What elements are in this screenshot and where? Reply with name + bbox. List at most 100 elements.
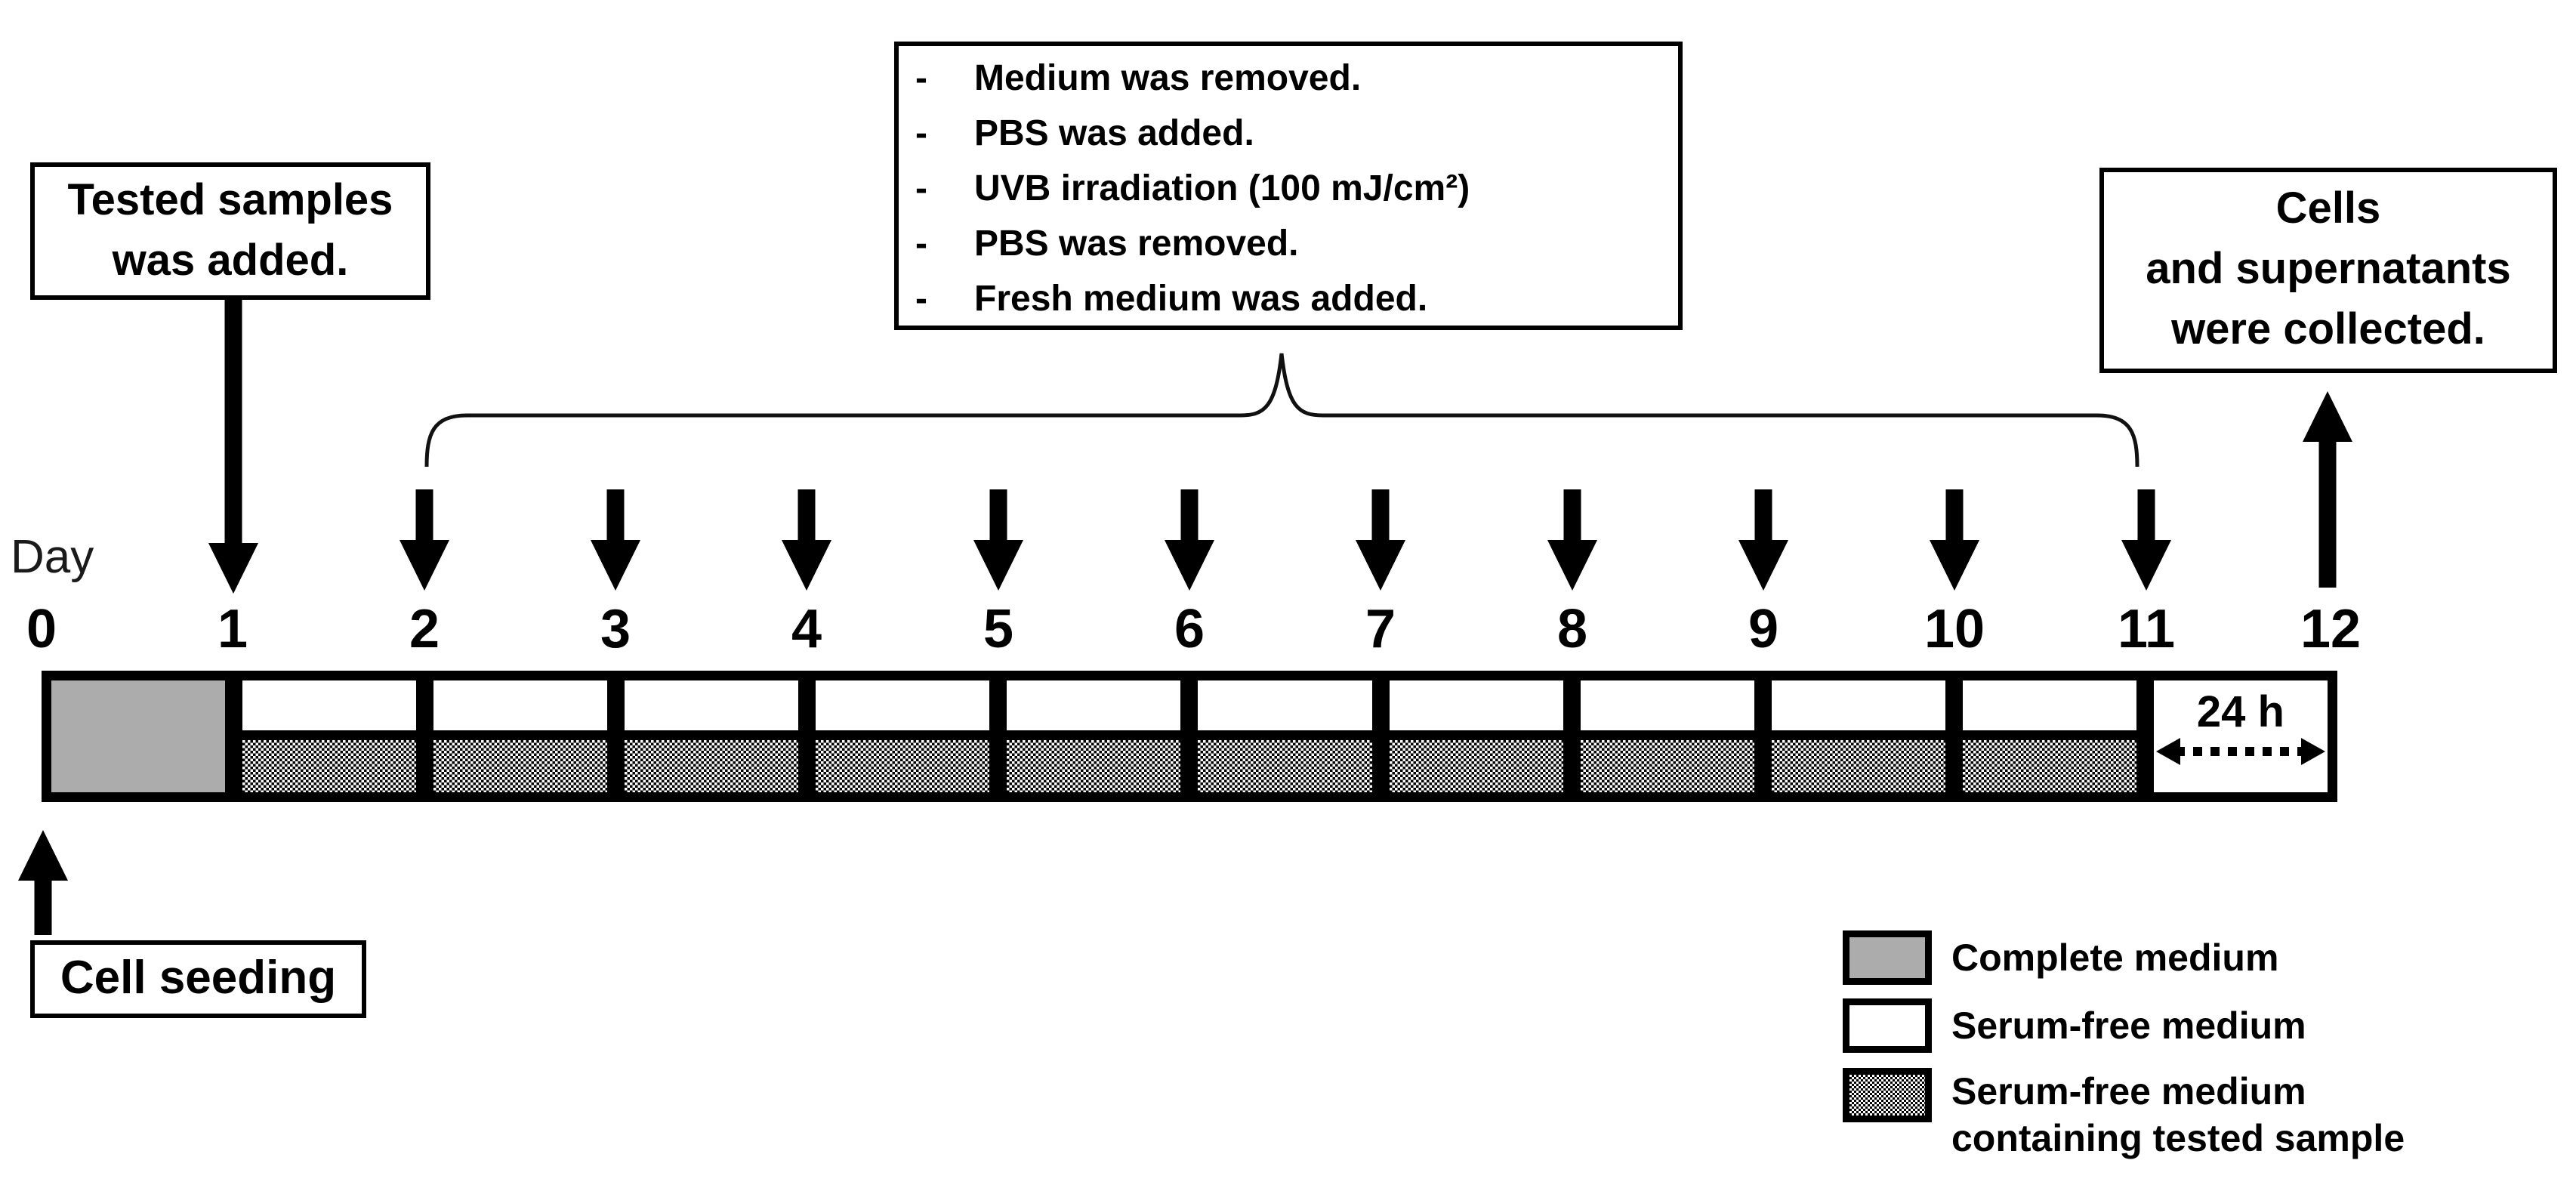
timeline-segment-day-11-final: 24 h bbox=[2153, 680, 2328, 792]
timeline-segment-day-0-complete-medium bbox=[51, 680, 226, 792]
tested-sample-hatch bbox=[816, 730, 990, 792]
arrow-shaft bbox=[989, 489, 1007, 541]
arrow-head bbox=[1165, 540, 1214, 591]
collection-box: Cells and supernatants were collected. bbox=[2099, 168, 2557, 373]
treatment-arrow-day-6-icon bbox=[1165, 489, 1214, 591]
day-tick-4: 4 bbox=[791, 599, 822, 659]
legend-item-serum-free-medium: Serum-free medium bbox=[1843, 998, 2306, 1053]
treatment-arrow-day-5-icon bbox=[973, 489, 1023, 591]
legend-label: Serum-free medium bbox=[1951, 1004, 2306, 1047]
uvb-protocol-box: - Medium was removed. - PBS was added. -… bbox=[894, 42, 1683, 330]
legend-label: Serum-free medium containing tested samp… bbox=[1951, 1068, 2405, 1162]
collection-line1: Cells bbox=[2275, 184, 2381, 233]
arrow-shaft bbox=[1563, 489, 1581, 541]
day-tick-2: 2 bbox=[409, 599, 440, 659]
timeline-segment-day-2 bbox=[433, 680, 608, 792]
timeline-segment-day-1 bbox=[242, 680, 417, 792]
tested-sample-hatch bbox=[1389, 730, 1563, 792]
protocol-step: - Medium was removed. bbox=[899, 51, 1671, 106]
day-axis-label: Day bbox=[11, 531, 94, 583]
bullet-dash: - bbox=[915, 168, 927, 208]
timeline-segment-day-8 bbox=[1580, 680, 1754, 792]
arrow-head-right bbox=[2300, 738, 2325, 765]
arrow-shaft bbox=[34, 880, 52, 935]
arrow-shaft bbox=[1371, 489, 1390, 541]
protocol-step: - PBS was added. bbox=[899, 106, 1671, 161]
timeline-segment-day-7 bbox=[1389, 680, 1563, 792]
duration-double-arrow-icon bbox=[2155, 738, 2325, 765]
day-tick-10: 10 bbox=[1924, 599, 1985, 659]
arrow-head bbox=[2121, 540, 2171, 591]
protocol-step-text: Fresh medium was added. bbox=[974, 279, 1428, 319]
treatment-arrow-day-10-icon bbox=[1930, 489, 1979, 591]
legend-item-serum-free-medium-with-sample: Serum-free medium containing tested samp… bbox=[1843, 1068, 2405, 1162]
bullet-dash: - bbox=[915, 58, 927, 98]
cell-seeding-arrow-icon bbox=[18, 830, 68, 935]
arrow-shaft bbox=[1754, 489, 1772, 541]
day-tick-6: 6 bbox=[1174, 599, 1205, 659]
treatment-arrow-day-11-icon bbox=[2121, 489, 2171, 591]
tested-samples-box: Tested samples was added. bbox=[30, 162, 430, 300]
arrow-head bbox=[1738, 540, 1788, 591]
timeline-segment-day-4 bbox=[816, 680, 990, 792]
cell-seeding-label: Cell seeding bbox=[60, 952, 337, 1004]
collection-arrow-icon bbox=[2303, 391, 2352, 588]
arrow-head bbox=[208, 543, 258, 594]
day-tick-7: 7 bbox=[1365, 599, 1396, 659]
arrow-shaft bbox=[606, 489, 625, 541]
arrow-shaft bbox=[2318, 441, 2337, 588]
bullet-dash: - bbox=[915, 113, 927, 153]
legend-label: Complete medium bbox=[1951, 937, 2279, 979]
arrow-head bbox=[1547, 540, 1597, 591]
timeline-segment-day-3 bbox=[625, 680, 799, 792]
day-tick-5: 5 bbox=[983, 599, 1014, 659]
arrow-head bbox=[1356, 540, 1405, 591]
bullet-dash: - bbox=[915, 224, 927, 264]
protocol-step: - PBS was removed. bbox=[899, 216, 1671, 271]
protocol-step: - Fresh medium was added. bbox=[899, 271, 1671, 326]
day-tick-12: 12 bbox=[2300, 599, 2362, 659]
tested-sample-hatch bbox=[1007, 730, 1181, 792]
legend-label-line2: containing tested sample bbox=[1951, 1117, 2405, 1159]
protocol-step: - UVB irradiation (100 mJ/cm²) bbox=[899, 161, 1671, 216]
complete-medium-swatch-icon bbox=[1843, 930, 1932, 985]
cell-seeding-box: Cell seeding bbox=[30, 940, 366, 1018]
arrow-head bbox=[1930, 540, 1979, 591]
tested-samples-line2: was added. bbox=[112, 236, 349, 285]
collection-line2: and supernatants bbox=[2146, 244, 2511, 293]
day-tick-11: 11 bbox=[2117, 599, 2176, 659]
treatment-arrow-day-8-icon bbox=[1547, 489, 1597, 591]
day-tick-0: 0 bbox=[26, 599, 57, 659]
day-tick-8: 8 bbox=[1556, 599, 1588, 659]
bullet-dash: - bbox=[915, 279, 927, 319]
day-tick-3: 3 bbox=[600, 599, 631, 659]
arrow-shaft bbox=[1945, 489, 1964, 541]
tested-sample-hatch bbox=[1771, 730, 1945, 792]
final-interval-duration: 24 h bbox=[2196, 687, 2284, 736]
legend-item-complete-medium: Complete medium bbox=[1843, 930, 2278, 985]
timeline-segment-day-5 bbox=[1007, 680, 1181, 792]
dotted-line bbox=[2175, 747, 2306, 756]
arrow-head bbox=[782, 540, 831, 591]
protocol-step-text: Medium was removed. bbox=[974, 58, 1362, 98]
arrow-head bbox=[591, 540, 640, 591]
tested-samples-line1: Tested samples bbox=[67, 175, 393, 224]
protocol-step-text: PBS was added. bbox=[974, 113, 1254, 153]
serum-free-medium-swatch-icon bbox=[1843, 998, 1932, 1053]
timeline-bar: 24 h bbox=[42, 671, 2337, 802]
tested-sample-hatch bbox=[625, 730, 799, 792]
arrow-shaft bbox=[797, 489, 816, 541]
treatment-arrow-day-4-icon bbox=[782, 489, 831, 591]
tested-sample-hatch bbox=[1198, 730, 1372, 792]
tested-sample-hatch bbox=[1962, 730, 2136, 792]
arrow-head bbox=[973, 540, 1023, 591]
treatment-arrow-day-9-icon bbox=[1738, 489, 1788, 591]
arrow-shaft bbox=[415, 489, 433, 541]
treatment-arrow-day-7-icon bbox=[1356, 489, 1405, 591]
treatment-arrow-day-2-icon bbox=[400, 489, 449, 591]
treatment-arrow-day-3-icon bbox=[591, 489, 640, 591]
timeline-segment-day-6 bbox=[1198, 680, 1372, 792]
arrow-shaft bbox=[1180, 489, 1199, 541]
tested-sample-hatch bbox=[1580, 730, 1754, 792]
